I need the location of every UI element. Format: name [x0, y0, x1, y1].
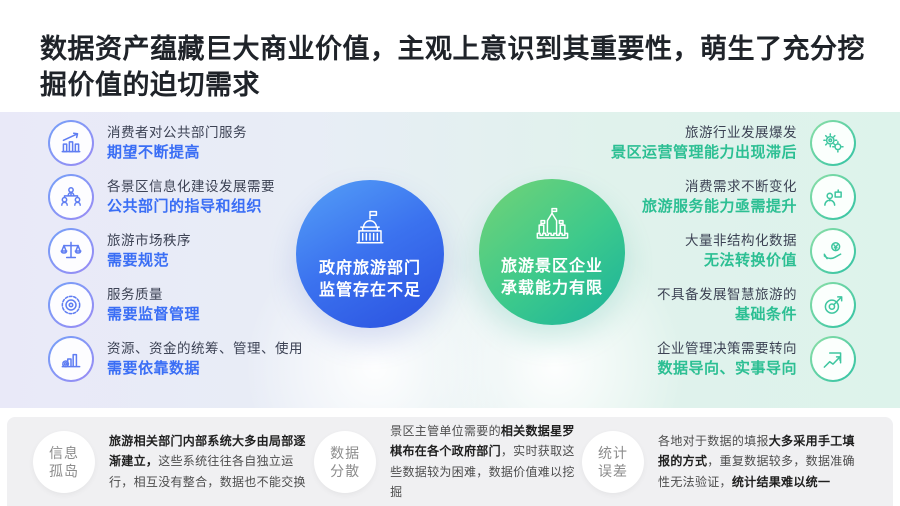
- list-item: 消费需求不断变化旅游服务能力亟需提升: [642, 170, 856, 224]
- list-item: 旅游市场秩序需要规范: [48, 224, 303, 278]
- main-gradient-band: [0, 112, 900, 502]
- castle-icon: [536, 207, 569, 239]
- summary-text: 景区主管单位需要的相关数据星罗棋布在各个政府部门，实时获取这些数据较为困难，数据…: [390, 424, 575, 499]
- item-highlight: 期望不断提高: [107, 144, 201, 161]
- item-text: 大量非结构化数据: [685, 233, 797, 248]
- item-text: 企业管理决策需要转向: [657, 341, 797, 356]
- item-text: 资源、资金的统筹、管理、使用: [107, 341, 303, 356]
- service-person-icon: [810, 174, 856, 220]
- scenic-area-circle: 旅游景区企业 承载能力有限: [479, 179, 625, 325]
- circle-label: 承载能力有限: [500, 279, 603, 297]
- org-structure-icon: [48, 174, 94, 220]
- item-highlight: 需要依靠数据: [107, 360, 201, 377]
- list-item: 企业管理决策需要转向数据导向、实事导向: [657, 332, 856, 386]
- government-building-icon: [356, 210, 384, 243]
- item-text: 消费者对公共部门服务: [107, 125, 247, 140]
- item-highlight: 景区运营管理能力出现滞后: [610, 144, 797, 161]
- item-highlight: 数据导向、实事导向: [657, 360, 797, 377]
- list-item: 服务质量需要监督管理: [48, 278, 303, 332]
- item-highlight: 基础条件: [734, 306, 797, 323]
- left-item-list: 消费者对公共部门服务期望不断提高 各景区信息化建设发展需要公共部门的指导和组织 …: [48, 116, 303, 386]
- badge-label: 孤岛: [49, 462, 79, 479]
- quality-badge-icon: [48, 282, 94, 328]
- item-highlight: 旅游服务能力亟需提升: [641, 198, 797, 215]
- item-text: 服务质量: [107, 287, 163, 302]
- summary-data-scattered: 数据 分散 景区主管单位需要的相关数据星罗棋布在各个政府部门，实时获取这些数据较…: [314, 421, 582, 502]
- list-item: 资源、资金的统筹、管理、使用需要依靠数据: [48, 332, 303, 386]
- item-highlight: 无法转换价值: [703, 252, 797, 269]
- badge-label: 数据: [330, 444, 361, 461]
- badge-label: 信息: [49, 444, 79, 461]
- item-text: 消费需求不断变化: [685, 179, 797, 194]
- list-item: 旅游行业发展爆发景区运营管理能力出现滞后: [611, 116, 856, 170]
- target-arrow-icon: [810, 282, 856, 328]
- list-item: 消费者对公共部门服务期望不断提高: [48, 116, 303, 170]
- badge-label: 统计: [598, 444, 629, 461]
- gears-icon: [810, 120, 856, 166]
- badge-label: 分散: [330, 462, 361, 479]
- badge-label: 误差: [598, 462, 629, 479]
- item-highlight: 需要监督管理: [107, 306, 201, 323]
- list-item: 各景区信息化建设发展需要公共部门的指导和组织: [48, 170, 303, 224]
- hand-money-icon: [810, 228, 856, 274]
- resource-chart-icon: [48, 336, 94, 382]
- circle-label: 政府旅游部门: [318, 259, 421, 277]
- government-circle: 政府旅游部门 监管存在不足: [296, 180, 444, 328]
- summary-badge: 统计 误差: [582, 430, 645, 493]
- summary-text: 各地对于数据的填报大多采用手工填报的方式，重复数据较多，数据准确性无法验证，统计…: [658, 434, 855, 489]
- summary-badge: 数据 分散: [314, 430, 377, 493]
- item-text: 不具备发展智慧旅游的: [657, 287, 797, 302]
- item-text: 旅游市场秩序: [107, 233, 191, 248]
- summary-info-silo: 信息 孤岛 旅游相关部门内部系统大多由局部逐渐建立，这些系统往往各自独立运行，相…: [33, 430, 314, 493]
- item-highlight: 需要规范: [107, 252, 170, 269]
- balance-scale-icon: [48, 228, 94, 274]
- summary-badge: 信息 孤岛: [33, 430, 95, 493]
- circle-label: 旅游景区企业: [500, 257, 603, 275]
- list-item: 不具备发展智慧旅游的基础条件: [657, 278, 856, 332]
- list-item: 大量非结构化数据无法转换价值: [685, 224, 856, 278]
- trend-chart-icon: [810, 336, 856, 382]
- item-highlight: 公共部门的指导和组织: [107, 198, 263, 215]
- summary-stat-error: 统计 误差 各地对于数据的填报大多采用手工填报的方式，重复数据较多，数据准确性无…: [582, 430, 867, 493]
- circle-label: 监管存在不足: [318, 281, 421, 299]
- bottom-summary-strip: 信息 孤岛 旅游相关部门内部系统大多由局部逐渐建立，这些系统往往各自独立运行，相…: [7, 417, 893, 506]
- summary-text: 旅游相关部门内部系统大多由局部逐渐建立，这些系统往往各自独立运行，相互没有整合，…: [109, 434, 306, 489]
- growth-chart-icon: [48, 120, 94, 166]
- right-item-list: 旅游行业发展爆发景区运营管理能力出现滞后 消费需求不断变化旅游服务能力亟需提升 …: [611, 116, 856, 386]
- item-text: 旅游行业发展爆发: [685, 125, 797, 140]
- page-title: 数据资产蕴藏巨大商业价值，主观上意识到其重要性，萌生了充分挖掘价值的迫切需求: [40, 34, 865, 100]
- item-text: 各景区信息化建设发展需要: [107, 179, 275, 194]
